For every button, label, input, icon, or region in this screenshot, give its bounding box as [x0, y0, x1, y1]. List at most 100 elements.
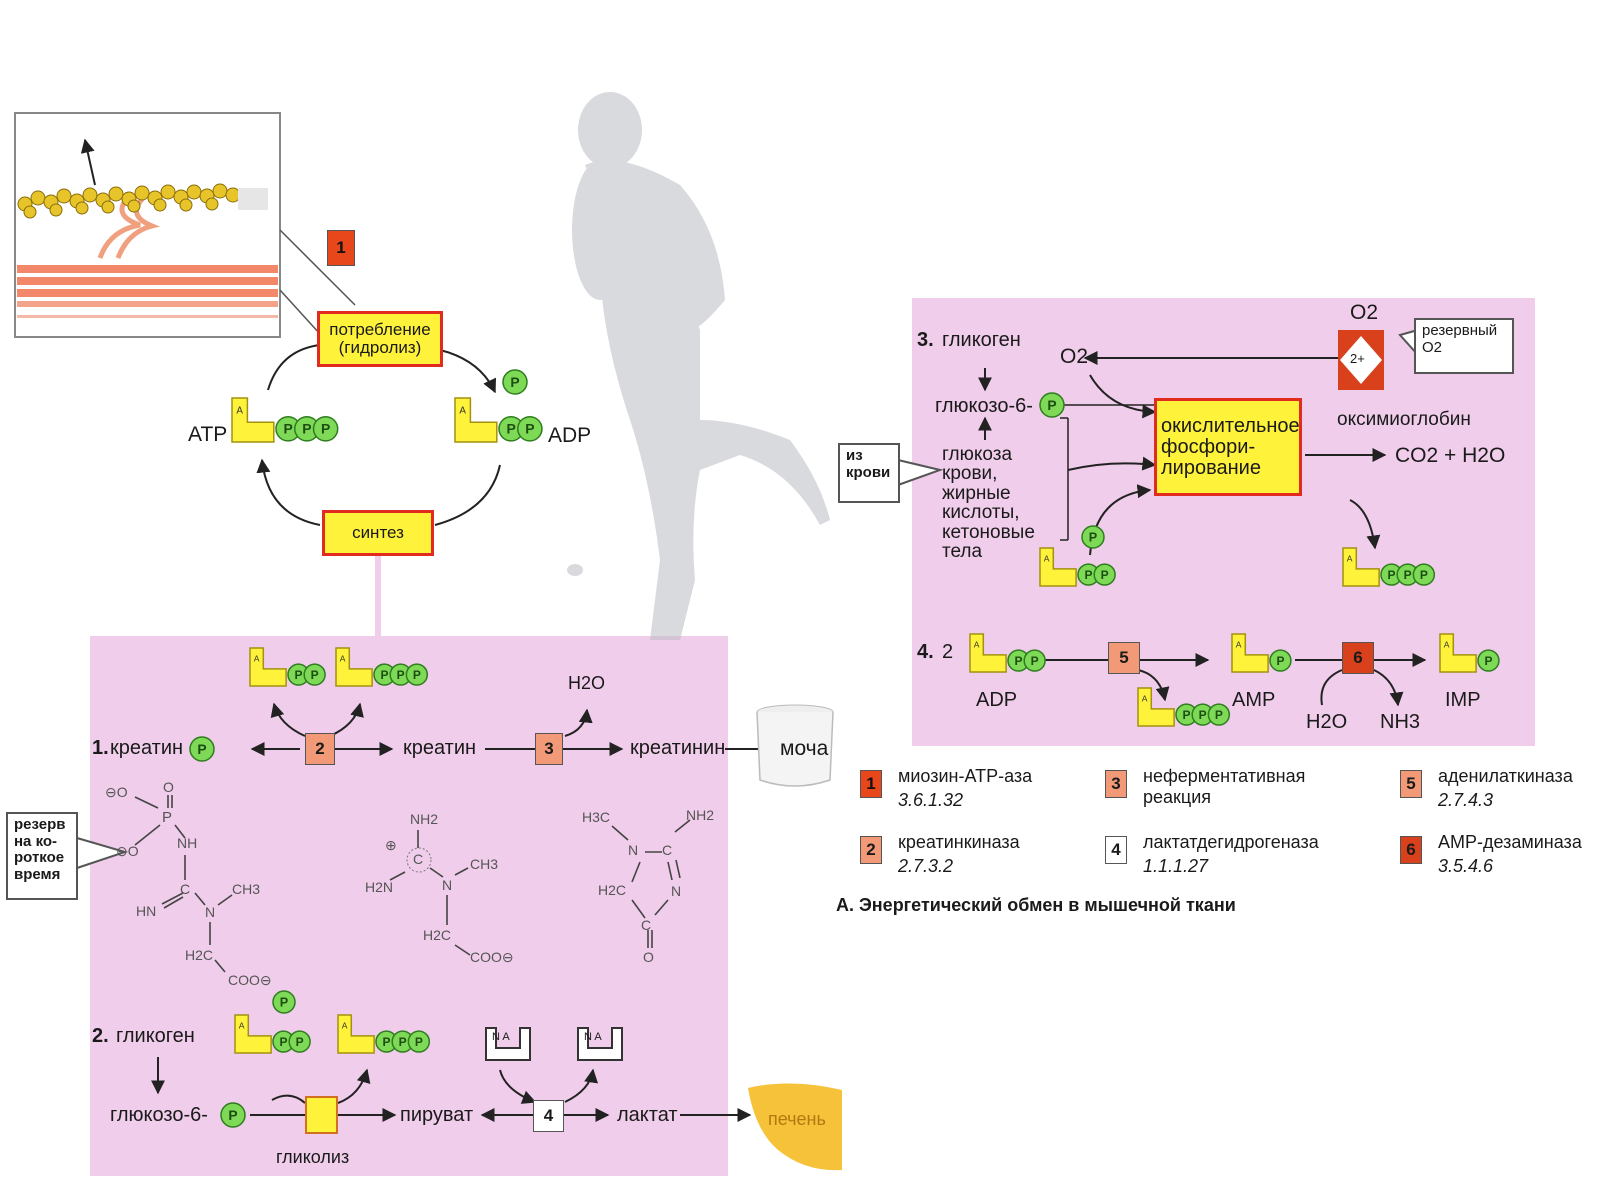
cr-c: C [413, 851, 424, 867]
cp-o-minus-2: ⊖O [116, 843, 139, 859]
phosphate-icon [1412, 563, 1436, 586]
creatine-glycolysis-panel [90, 636, 728, 1176]
phosphate-label: P [1047, 398, 1056, 413]
phosphate-label: P [1084, 568, 1092, 582]
atp-icon-s1 [335, 647, 373, 687]
phosphate-label: P [397, 668, 405, 682]
phosphate-label: P [1276, 654, 1284, 668]
adenosine-label: A [974, 639, 980, 649]
legend-marker-3: 3 [1105, 770, 1127, 798]
glycolysis-label: гликолиз [276, 1147, 350, 1167]
adp-icon-s3 [1039, 547, 1077, 587]
creatinine-label: креатинин [630, 737, 726, 759]
glycogen-label-2: гликоген [116, 1025, 195, 1047]
phosphate-icon-s2 [272, 990, 296, 1014]
h2o-label-4: H2O [1306, 711, 1348, 733]
phosphate-icon [517, 415, 543, 442]
adenosine-label: A [236, 405, 243, 416]
cn-h3c: H3C [582, 809, 611, 825]
phosphate-icon [303, 663, 326, 686]
legend-marker-6: 6 [1400, 836, 1422, 864]
cr-n: N [442, 877, 453, 893]
phosphate-icon [1093, 563, 1116, 586]
phosphate-label: P [399, 1035, 407, 1049]
cp-h2c: H2C [185, 947, 214, 963]
phosphate-label: P [228, 1108, 237, 1123]
creatine-label: креатин [403, 737, 477, 759]
imp-icon-s4 [1439, 633, 1477, 673]
adp-label-4: ADP [976, 689, 1018, 711]
imp-label-4: IMP [1445, 689, 1481, 711]
section-2-number: 2. [92, 1025, 109, 1047]
consumption-box: потребление (гидролиз) [317, 311, 443, 367]
phosphate-label: P [280, 995, 288, 1009]
adenosine-label: A [1347, 553, 1353, 563]
nh3-label-4: NH3 [1380, 711, 1421, 733]
phosphate-label: P [321, 421, 330, 437]
oxidative-phosphorylation-box: окислительное фосфори- лирование [1154, 398, 1302, 496]
enzyme-2-box: 2 [305, 733, 335, 765]
cp-ch3: CH3 [232, 881, 261, 897]
phosphate-icon [1023, 649, 1046, 672]
enzyme-3-box: 3 [535, 733, 563, 765]
enzyme-4-box: 4 [533, 1100, 564, 1132]
cr-coo: COO⊖ [470, 949, 514, 965]
section-4-coefficient: 2 [942, 641, 954, 663]
cr-plus: ⊕ [385, 837, 397, 853]
short-reserve-callout: резерв на ко- роткое время [6, 812, 78, 900]
legend-ec-4: 1.1.1.27 [1143, 856, 1209, 876]
cn-c1: C [662, 842, 673, 858]
glucose6p-p-icon [220, 1102, 246, 1128]
legend-marker-2: 2 [860, 836, 882, 864]
phosphate-label: P [1089, 530, 1097, 544]
urine-beaker [756, 704, 834, 787]
cr-h2n: H2N [365, 879, 394, 895]
phosphate-label: P [1101, 568, 1109, 582]
glucose6p-p-icon-3 [1039, 392, 1065, 418]
atp-icon-s3 [1342, 547, 1380, 587]
legend-name-4: лактатдегидрогеназа [1143, 832, 1319, 852]
legend-marker-4: 4 [1105, 836, 1127, 864]
glycolysis-box [305, 1096, 338, 1134]
liver-shape [748, 1083, 842, 1171]
adenosine-label: A [239, 1020, 245, 1030]
pyruvate-label: пируват [400, 1104, 474, 1126]
enzyme-1-marker: 1 [327, 230, 355, 266]
urine-label: моча [780, 737, 829, 760]
atp-icon [231, 397, 275, 443]
cr-nh2: NH2 [410, 811, 439, 827]
phosphate-label: P [1031, 654, 1039, 668]
blood-substrates-label: глюкоза крови, жирные кислоты, кетоновые… [942, 444, 1035, 562]
cn-n2: N [671, 883, 682, 899]
liver-label: печень [768, 1109, 826, 1129]
legend-name-1: миозин-АТР-аза [898, 766, 1033, 786]
adp-label: ADP [548, 424, 592, 447]
phosphate-label: P [1484, 654, 1492, 668]
legend-name-2: креатинкиназа [898, 832, 1020, 852]
legend-name-6: АМР-дезаминаза [1438, 832, 1582, 852]
adenosine-label: A [1236, 639, 1242, 649]
oxymyoglobin-label: оксимиоглобин [1337, 409, 1471, 430]
adp-icon-s1 [249, 647, 287, 687]
adenosine-label: A [1142, 693, 1148, 703]
legend-ec-5: 2.7.4.3 [1438, 790, 1494, 810]
phosphate-icon [1207, 703, 1231, 726]
adenosine-label: A [1044, 553, 1050, 563]
phosphate-label: P [296, 1035, 304, 1049]
cn-h2c: H2C [598, 882, 627, 898]
phosphate-icon [1269, 649, 1292, 672]
cr-h2c: H2C [423, 927, 452, 943]
o2-label: O2 [1060, 345, 1089, 368]
phosphate-label: P [1199, 708, 1207, 722]
phosphate-label: P [413, 668, 421, 682]
phosphate-icon [312, 415, 339, 442]
phosphate-icon [1477, 649, 1500, 672]
legend-ec-6: 3.5.4.6 [1438, 856, 1494, 876]
cn-nh2: NH2 [686, 807, 715, 823]
adenosine-label: A [340, 653, 346, 663]
legend-marker-5: 5 [1400, 770, 1422, 798]
from-blood-callout: из крови [838, 443, 900, 503]
phosphate-icon [288, 1030, 311, 1053]
glycogen-label-3: гликоген [942, 329, 1021, 351]
